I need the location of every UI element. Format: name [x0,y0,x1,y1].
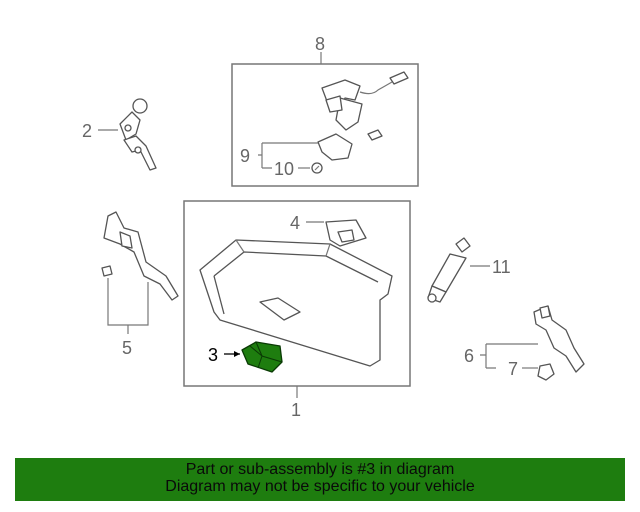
leader-3-arrow [234,351,240,357]
callout-11: 11 [492,257,511,277]
callout-7: 7 [508,359,518,379]
leader-6 [480,343,538,369]
latch-assembly [321,71,409,141]
callout-10: 10 [274,159,294,179]
callout-4: 4 [290,213,300,233]
callout-1: 1 [291,400,301,420]
group-box-8 [231,63,419,187]
hinge-part-2 [119,98,157,171]
banner-line-2: Diagram may not be specific to your vehi… [165,478,475,495]
callout-3: 3 [208,345,218,365]
striker-part-4 [325,219,367,247]
info-banner: Part or sub-assembly is #3 in diagram Di… [15,458,625,501]
bracket-part-5 [103,211,179,301]
callout-2: 2 [82,121,92,141]
callout-8: 8 [315,34,325,54]
clip-part-5 [101,265,113,277]
callout-5: 5 [122,338,132,358]
bracket-part-6 [533,305,585,373]
lock-cylinder [317,133,353,161]
latch-part-3 [241,341,283,373]
parts-diagram: 8 9 10 2 5 1 [82,34,585,420]
clip-part-7 [537,363,555,381]
damper-part-11 [427,237,471,303]
leader-9 [258,142,318,169]
callout-6: 6 [464,346,474,366]
leader-5 [107,278,149,326]
callout-9: 9 [240,146,250,166]
glove-box-part-1 [199,239,393,367]
banner-line-1: Part or sub-assembly is #3 in diagram [185,461,455,478]
screw-10 [311,162,323,174]
